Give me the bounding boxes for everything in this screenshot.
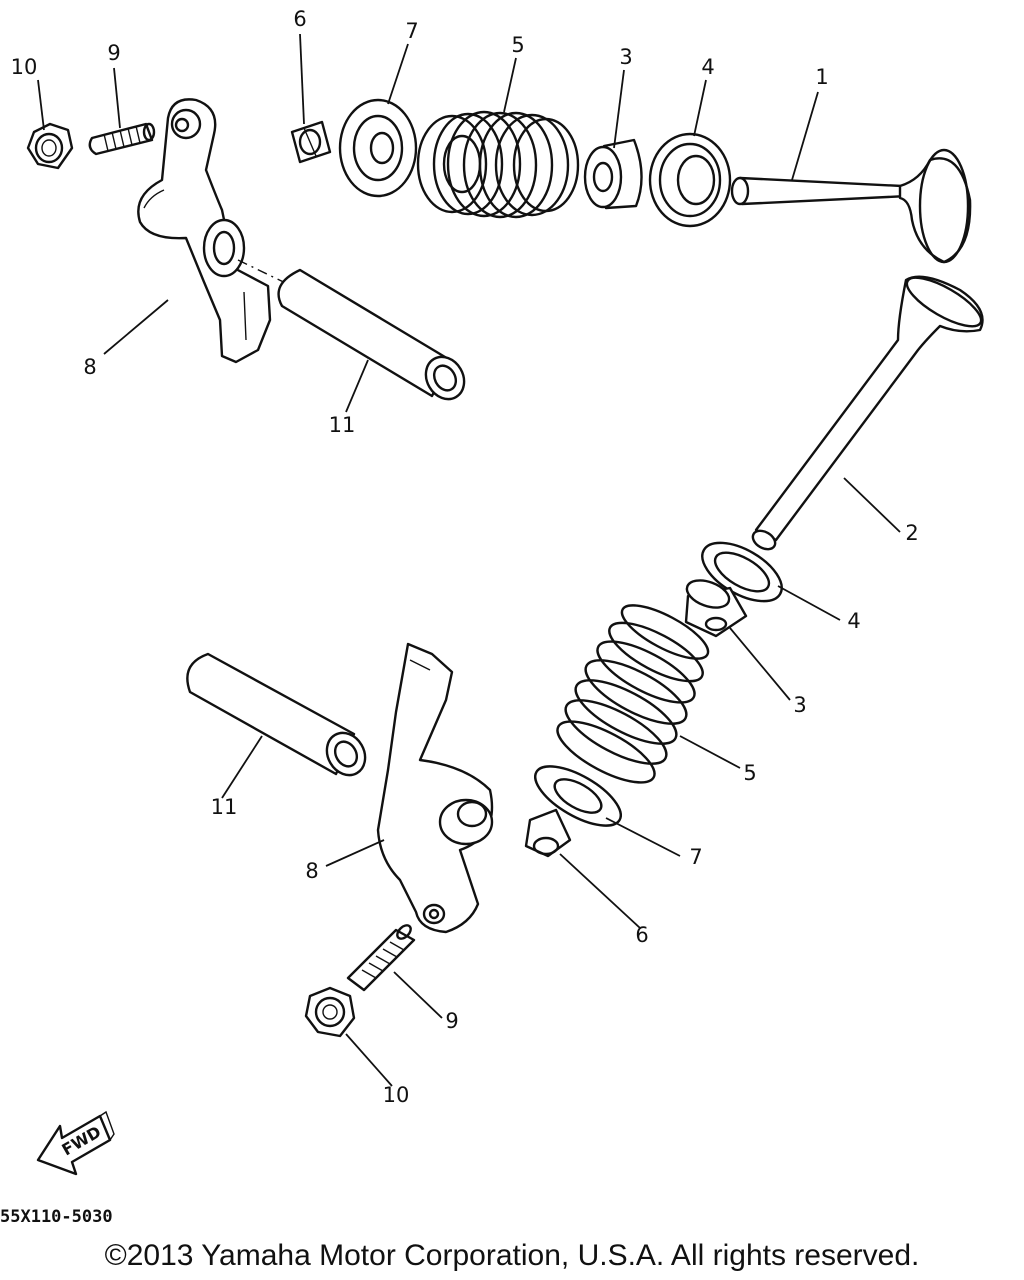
part-adjusting-screw-lower [346, 924, 416, 992]
part-stem-seal-lower [684, 579, 748, 638]
part-rocker-shaft-lower [186, 652, 367, 777]
callout-3-upper: 3 [619, 45, 632, 69]
callout-6-upper: 6 [293, 7, 306, 31]
callout-9-lower: 9 [445, 1009, 458, 1033]
callout-9-upper: 9 [107, 41, 120, 65]
part-valve-spring-lower [556, 604, 710, 784]
callout-11-lower: 11 [211, 795, 238, 819]
callout-11-upper: 11 [329, 413, 356, 437]
part-spring-retainer-upper [338, 98, 418, 198]
callout-5-upper: 5 [511, 33, 524, 57]
callout-4-upper: 4 [701, 55, 714, 79]
leader-lines [37, 33, 901, 1087]
fwd-arrow-icon: FWD [36, 1110, 115, 1176]
callout-7-upper: 7 [405, 19, 418, 43]
callout-10-lower: 10 [383, 1083, 410, 1107]
callout-8-lower: 8 [305, 859, 318, 883]
part-valve-2 [751, 275, 984, 551]
part-cotter-lower [524, 808, 572, 858]
part-adjusting-screw-upper [88, 122, 156, 156]
part-nut-upper [26, 122, 74, 170]
part-spring-seat-upper [648, 132, 732, 228]
part-spring-retainer-lower [534, 765, 622, 827]
part-stem-seal-upper [583, 138, 643, 210]
callout-10-upper: 10 [11, 55, 38, 79]
part-rocker-arm-lower [376, 642, 494, 934]
part-valve-1 [730, 148, 972, 264]
callout-4-lower: 4 [847, 609, 860, 633]
callout-7-lower: 7 [689, 845, 702, 869]
part-valve-spring-upper [416, 110, 580, 219]
diagram-code: 55X110-5030 [0, 1207, 113, 1227]
part-rocker-arm-upper [137, 98, 272, 364]
copyright-notice: ©2013 Yamaha Motor Corporation, U.S.A. A… [104, 1239, 920, 1272]
callout-1: 1 [815, 65, 828, 89]
part-nut-lower [304, 986, 356, 1038]
callout-3-lower: 3 [793, 693, 806, 717]
part-cotter-upper [290, 120, 332, 164]
part-rocker-shaft-upper [277, 268, 466, 401]
callout-6-lower: 6 [635, 923, 648, 947]
callout-8-upper: 8 [83, 355, 96, 379]
callout-5-lower: 5 [743, 761, 756, 785]
callout-2: 2 [905, 521, 918, 545]
